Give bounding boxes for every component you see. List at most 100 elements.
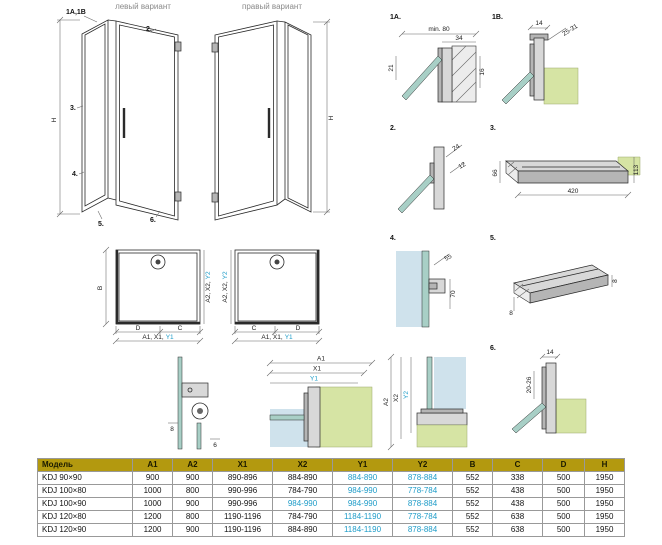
value-cell: 1950 — [584, 510, 625, 524]
value-cell: 500 — [542, 484, 585, 498]
dim-y1: Y1 — [166, 334, 174, 341]
axon-left-drawing: H 1A,1B 2. 3. 4. 5. 6. — [51, 9, 182, 228]
dim-55: 55 — [443, 253, 453, 263]
col-header-y2: Y2 — [392, 458, 453, 472]
value-cell: 1950 — [584, 497, 625, 511]
col-header-a1: A1 — [132, 458, 173, 472]
dim-c: C — [252, 325, 257, 332]
detail-id: 1A. — [390, 14, 401, 21]
value-cell: 1000 — [132, 484, 173, 498]
dim-c: C — [178, 325, 183, 332]
value-cell: 1950 — [584, 471, 625, 485]
col-header-a2: A2 — [172, 458, 213, 472]
value-cell: 1200 — [132, 523, 173, 537]
col-header-c: C — [492, 458, 543, 472]
dim-113: 113 — [633, 164, 640, 175]
value-cell: 1190-1196 — [212, 523, 273, 537]
value-cell: 1190-1196 — [212, 510, 273, 524]
detail-1a: 1A. min. 80 34 16 21 — [388, 14, 486, 103]
value-cell: 552 — [452, 523, 493, 537]
value-cell: 500 — [542, 497, 585, 511]
dim-16: 16 — [479, 68, 486, 76]
value-cell: 990-996 — [212, 484, 273, 498]
dim-14: 14 — [546, 349, 554, 356]
dim-34: 34 — [455, 35, 463, 42]
dim-a1: A1 — [317, 356, 325, 363]
col-header-model: Модель — [37, 458, 133, 472]
dim-h-label: H — [328, 115, 335, 120]
value-cell: 552 — [452, 510, 493, 524]
value-cell: 438 — [492, 484, 543, 498]
value-cell: 900 — [172, 471, 213, 485]
value-cell: 438 — [492, 497, 543, 511]
value-cell: 552 — [452, 497, 493, 511]
plan-right-bottom-dims: A1, X1,Y1 — [261, 334, 293, 341]
dim-d: D — [296, 325, 301, 332]
dim-x2: X2 — [393, 394, 400, 402]
dim-a2: A2 — [383, 398, 390, 406]
value-cell: 984-990 — [332, 497, 393, 511]
plan-right: A2, X2,Y2 C D A1, X1,Y1 — [222, 249, 323, 345]
callout-1a1b: 1A,1B — [66, 9, 86, 16]
model-cell: KDJ 120×90 — [37, 523, 133, 537]
detail-2: 2. 24 12 — [390, 125, 468, 214]
value-cell: 552 — [452, 471, 493, 485]
value-cell: 890-896 — [212, 471, 273, 485]
dim-a1-x1: A1, X1, — [142, 334, 164, 341]
value-cell: 338 — [492, 471, 543, 485]
value-cell: 900 — [172, 523, 213, 537]
value-cell: 800 — [172, 484, 213, 498]
dim-y1: Y1 — [310, 376, 318, 383]
value-cell: 500 — [542, 471, 585, 485]
value-cell: 900 — [132, 471, 173, 485]
dim-420: 420 — [568, 188, 579, 195]
value-cell: 984-990 — [272, 497, 333, 511]
dim-12: 12 — [457, 161, 467, 171]
callout-4: 4. — [72, 171, 78, 178]
spec-table-container: Модель A1 A2 X1 X2 Y1 Y2 B C D H KDJ 90×… — [37, 458, 625, 537]
value-cell: 638 — [492, 510, 543, 524]
dim-y1: Y1 — [285, 334, 293, 341]
col-header-b: B — [452, 458, 493, 472]
col-header-d: D — [542, 458, 585, 472]
dim-a2-x2: A2, X2, — [205, 281, 212, 303]
dim-d: D — [136, 325, 141, 332]
model-cell: KDJ 90×90 — [37, 471, 133, 485]
value-cell: 638 — [492, 523, 543, 537]
dim-24: 24 — [451, 143, 461, 153]
detail-6: 6. 14 20-26 — [490, 345, 587, 434]
value-cell: 884-890 — [332, 471, 393, 485]
axon-right-drawing: H — [211, 18, 335, 221]
corner-a1-detail: A1 X1 Y1 — [266, 356, 376, 448]
value-cell: 1184-1190 — [332, 523, 393, 537]
dim-8: 8 — [509, 310, 513, 317]
detail-id: 3. — [490, 125, 496, 132]
right-variant-caption: правый вариант — [242, 2, 302, 11]
value-cell: 1950 — [584, 484, 625, 498]
dim-8: 8 — [170, 426, 174, 433]
plan-left-side-dims: A2, X2,Y2 — [205, 271, 212, 303]
detail-id: 2. — [390, 125, 396, 132]
dim-a2-x2: A2, X2, — [222, 281, 229, 303]
dim-a1-x1: A1, X1, — [261, 334, 283, 341]
model-cell: KDJ 100×90 — [37, 497, 133, 511]
value-cell: 884-890 — [272, 471, 333, 485]
hinge-plan-detail: 8 6 — [168, 356, 220, 450]
callout-6: 6. — [150, 217, 156, 224]
technical-drawings: левый вариант правый вариант H 1A,1B 2. … — [51, 2, 641, 451]
value-cell: 900 — [172, 497, 213, 511]
value-cell: 500 — [542, 510, 585, 524]
dim-min80: min. 80 — [428, 26, 450, 33]
dim-21: 21 — [388, 64, 395, 72]
detail-id: 6. — [490, 345, 496, 352]
callout-2: 2. — [146, 26, 152, 33]
corner-a2-detail: A2 X2 Y2 — [383, 353, 468, 451]
left-variant-caption: левый вариант — [115, 2, 171, 11]
value-cell: 1000 — [132, 497, 173, 511]
model-cell: KDJ 100×80 — [37, 484, 133, 498]
value-cell: 800 — [172, 510, 213, 524]
